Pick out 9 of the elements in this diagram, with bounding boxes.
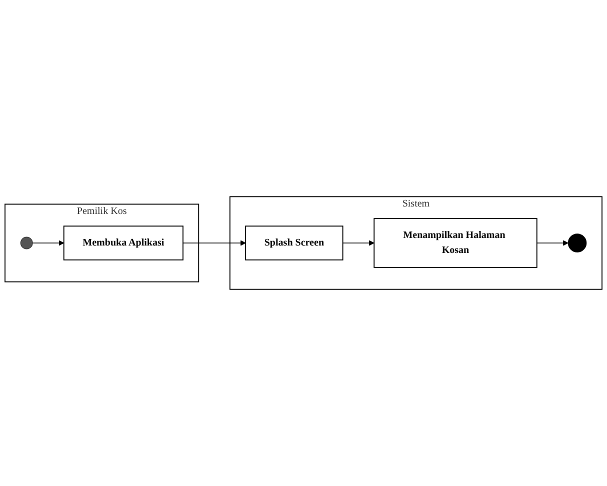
node-circle: [20, 236, 33, 250]
node-circle: [568, 234, 587, 252]
node-box: Splash Screen: [245, 226, 344, 260]
node-box: Menampilkan Halaman Kosan: [374, 218, 538, 268]
arrow: [32, 240, 64, 246]
arrow: [342, 240, 374, 246]
node-box: Membuka Aplikasi: [63, 226, 184, 260]
arrow: [536, 240, 568, 246]
arrow: [182, 240, 246, 246]
